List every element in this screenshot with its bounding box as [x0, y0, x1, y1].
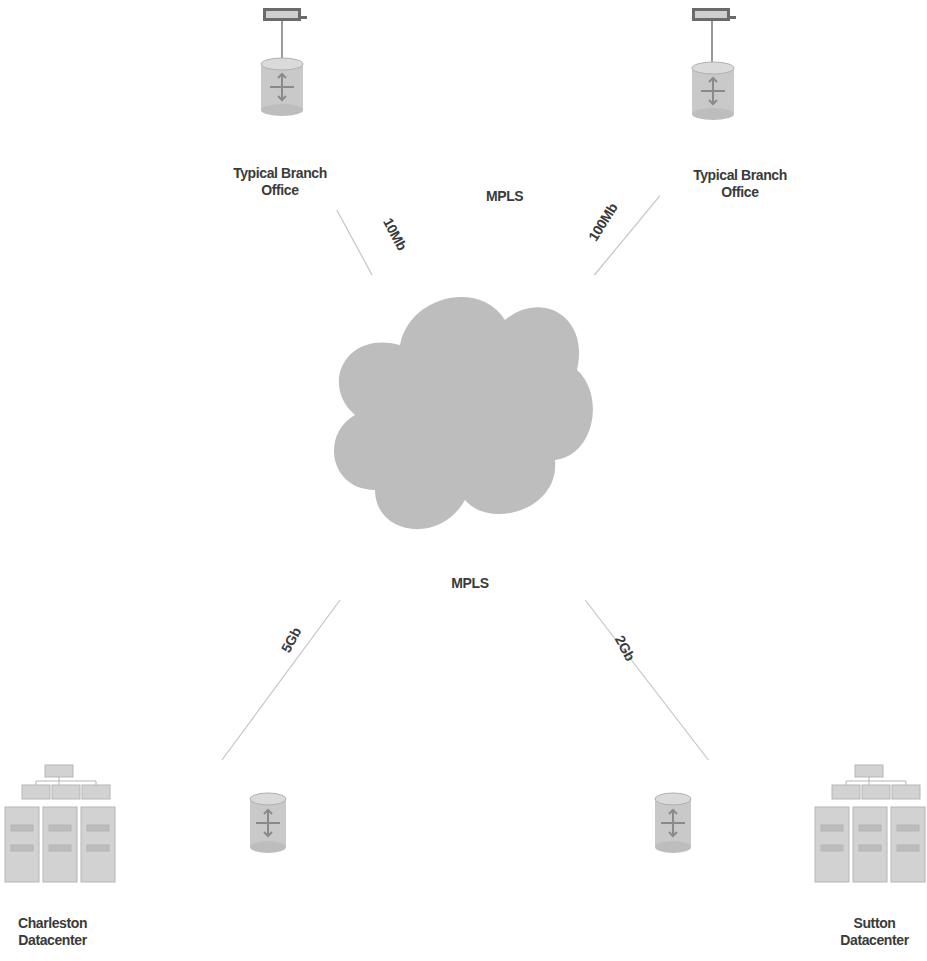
server-cluster	[5, 765, 115, 882]
server-cluster	[815, 765, 925, 882]
node-art	[315, 275, 605, 600]
branch-office: Typical Branch Office	[205, 0, 355, 210]
node-label: Typical Branch Office	[690, 167, 790, 201]
branch-office: Typical Branch Office	[660, 0, 810, 210]
bandwidth-label: 10Mb	[380, 215, 410, 253]
node-label: MPLS	[415, 575, 525, 592]
link-line	[222, 600, 340, 760]
router-icon	[692, 62, 734, 120]
node-label: Typical Branch Office	[215, 165, 345, 199]
router-icon	[655, 793, 691, 853]
network-label: MPLS	[486, 188, 523, 204]
network-cloud: MPLS	[315, 275, 605, 600]
router-icon	[250, 793, 286, 853]
node-label: Sutton Datacenter	[822, 915, 927, 949]
cloud-shape	[334, 297, 593, 529]
datacenter: Charleston Datacenter	[0, 760, 300, 955]
bandwidth-label: 100Mb	[585, 200, 621, 244]
datacenter: Sutton Datacenter	[640, 760, 927, 955]
node-label: Charleston Datacenter	[0, 915, 105, 949]
link-line	[585, 600, 708, 760]
device-icon	[263, 8, 307, 21]
bandwidth-label: 2Gb	[612, 633, 638, 663]
device-icon	[692, 8, 736, 21]
router-icon	[261, 58, 303, 116]
link-line	[337, 210, 372, 275]
bandwidth-label: 5Gb	[278, 625, 304, 655]
